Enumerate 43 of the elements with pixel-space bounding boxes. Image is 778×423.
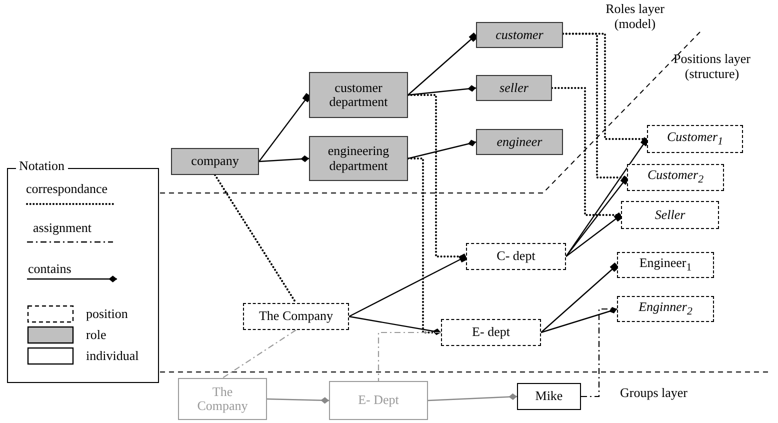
contains-connector	[266, 397, 330, 404]
contains-connector	[540, 307, 618, 334]
contains-connector	[408, 32, 478, 96]
contains-connector	[408, 140, 476, 160]
role-box: seller	[476, 75, 552, 101]
role-box: engineering department	[309, 136, 408, 181]
legend-text: position	[86, 306, 128, 322]
contains-connector	[408, 85, 476, 96]
legend-text: individual	[86, 348, 139, 364]
legend-text: correspondance	[26, 181, 108, 197]
contains-connector	[540, 262, 620, 333]
layer-label: Positions layer (structure)	[672, 52, 752, 82]
assignment-line	[581, 308, 617, 398]
legend-text: role	[86, 327, 106, 343]
assignment-line	[222, 330, 296, 378]
individual-box: Mike	[517, 383, 581, 410]
role-box: customer department	[309, 72, 408, 118]
position-box: The Company	[243, 303, 349, 330]
contains-connector	[258, 155, 310, 162]
legend-text: assignment	[33, 220, 92, 236]
individual-box: E- Dept	[329, 381, 428, 420]
correspondence-line	[407, 158, 442, 334]
contains-connector	[348, 316, 442, 336]
assignment-line	[378, 332, 441, 381]
position-box: Customer$_{2}$	[627, 164, 724, 191]
contains-connector	[348, 254, 468, 318]
individual-box: The Company	[178, 378, 267, 420]
role-box: engineer	[476, 129, 563, 155]
position-box: Customer$_{1}$	[647, 125, 743, 153]
contains-connector	[428, 393, 518, 402]
correspondence-line	[551, 87, 622, 216]
correspondence-line	[214, 174, 297, 304]
role-box: company	[171, 148, 259, 175]
contains-connector	[566, 212, 623, 257]
layer-label: Roles layer (model)	[604, 2, 666, 32]
position-box: Engineer$_{1}$	[617, 252, 714, 278]
position-box: Seller	[621, 201, 719, 229]
layer-label: Groups layer	[620, 386, 688, 401]
position-box: E- dept	[441, 319, 541, 346]
position-box: Enginner$_{2}$	[617, 296, 714, 322]
role-box: customer	[476, 22, 563, 48]
legend-text: contains	[28, 261, 72, 277]
position-box: C- dept	[466, 243, 566, 270]
